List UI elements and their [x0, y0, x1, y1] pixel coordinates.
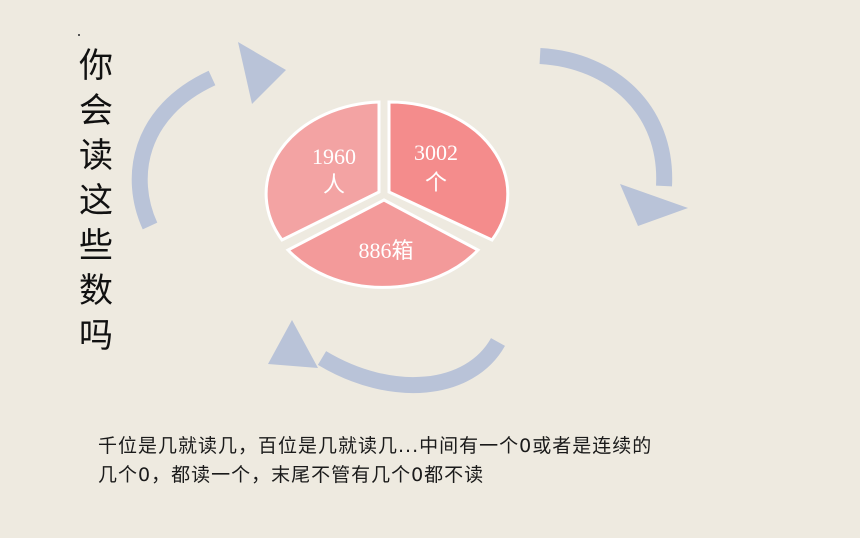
title-char: 些: [79, 226, 113, 266]
stray-dot: [78, 34, 80, 36]
pie-segment-left: [264, 100, 381, 242]
pie-label-right-unit: 个: [425, 170, 447, 195]
reading-rule-text: 千位是几就读几，百位是几就读几...中间有一个0或者是连续的 几个0，都读一个，…: [98, 432, 798, 490]
title-char: 你: [79, 46, 113, 86]
pie-label-left-unit: 人: [323, 172, 345, 197]
rule-line-2: 几个0，都读一个，末尾不管有几个0都不读: [98, 464, 485, 486]
arrow-right-icon: [539, 48, 688, 226]
title-char: 读: [79, 136, 113, 176]
pie-segment-bottom: [285, 198, 481, 289]
pie-chart: 1960 人 3002 个 886箱: [264, 100, 510, 289]
pie-label-left-number: 1960: [312, 144, 356, 169]
arrow-top-left-icon: [131, 42, 286, 230]
pie-segment-right: [387, 100, 510, 242]
pie-label-right-number: 3002: [414, 140, 458, 165]
title-char: 吗: [79, 316, 113, 356]
arrow-bottom-icon: [268, 320, 505, 393]
vertical-title: 你 会 读 这 些 数 吗: [72, 44, 120, 359]
title-char: 会: [79, 91, 113, 131]
rule-line-1: 千位是几就读几，百位是几就读几...中间有一个0或者是连续的: [98, 435, 653, 457]
pie-label-bottom: 886箱: [358, 238, 413, 263]
title-char: 数: [79, 271, 113, 311]
title-char: 这: [79, 181, 113, 221]
